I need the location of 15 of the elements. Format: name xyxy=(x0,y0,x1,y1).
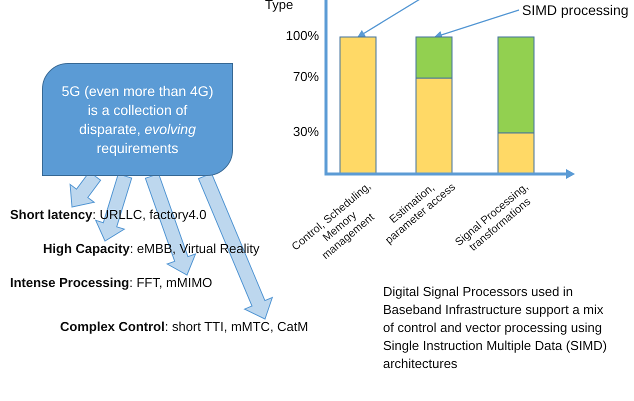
axis-tick-label: 70% xyxy=(292,69,319,84)
block-arrow xyxy=(198,172,274,320)
axis-tick-label: 100% xyxy=(284,28,319,43)
block-arrow xyxy=(144,173,196,276)
bar-segment xyxy=(416,36,452,79)
requirement-text: Intense Processing: FFT, mMIMO xyxy=(10,275,212,291)
leader-line xyxy=(434,9,520,39)
block-arrow xyxy=(94,173,132,242)
description-text: Digital Signal Processors used in Baseband Infrastructure support a mix of control and vector processing using Single Instruction Multiple Data (SIMD) architectures xyxy=(383,283,608,373)
series-label: SIMD processing xyxy=(522,2,629,18)
legend-title: Type xyxy=(265,0,294,14)
axis-tick-label: 30% xyxy=(292,124,319,139)
bar-segment xyxy=(340,36,376,174)
requirement-text: Complex Control: short TTI, mMTC, CatM xyxy=(60,319,308,335)
callout-box: 5G (even more than 4G) is a collection of disparate, evolving requirements xyxy=(42,63,233,176)
